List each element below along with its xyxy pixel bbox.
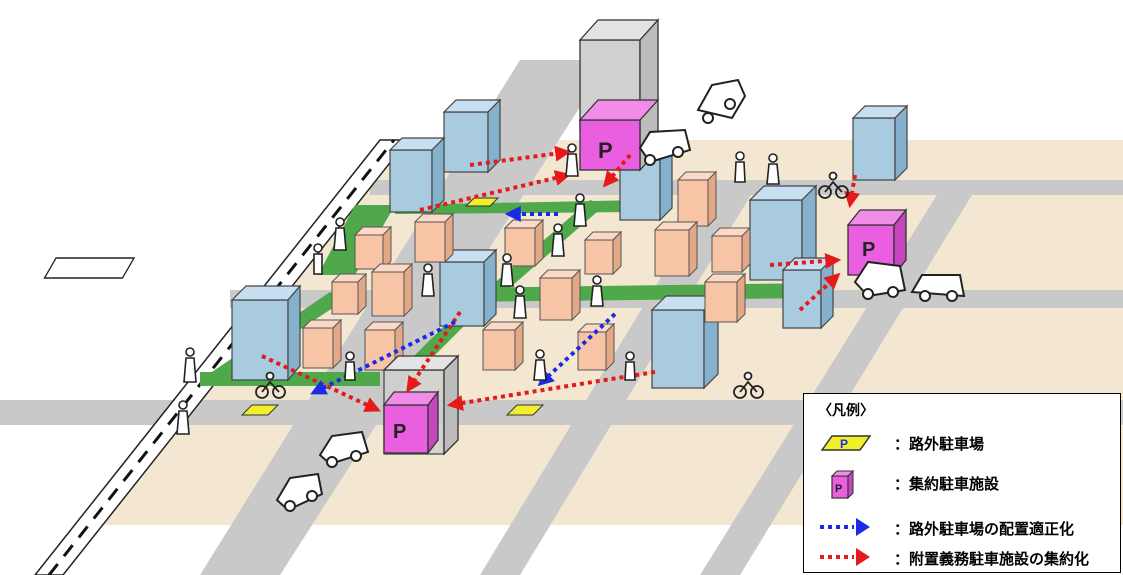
blue-building bbox=[230, 284, 302, 382]
bicycle bbox=[818, 171, 849, 199]
pink-buildings bbox=[301, 170, 752, 372]
bicycles bbox=[255, 171, 849, 399]
consolidated-parking-facility-icon: P bbox=[830, 470, 855, 500]
legend-item-blue-arrow: ：路外駐車場の配置適正化 bbox=[804, 515, 1122, 541]
pedestrian bbox=[333, 217, 347, 251]
pink-building bbox=[413, 212, 455, 264]
car bbox=[910, 274, 966, 302]
parking-lot bbox=[464, 197, 500, 207]
pink-building bbox=[503, 218, 545, 268]
pedestrian bbox=[734, 151, 746, 183]
blue-building bbox=[438, 248, 498, 328]
parking-symbol: P bbox=[393, 421, 406, 443]
pink-building bbox=[653, 220, 699, 278]
pedestrian bbox=[573, 193, 587, 227]
legend-label: ：路外駐車場の配置適正化 bbox=[894, 520, 1075, 538]
pink-building bbox=[538, 268, 582, 322]
station-platform bbox=[43, 257, 136, 279]
bicycle bbox=[255, 371, 286, 399]
cars bbox=[275, 78, 966, 512]
car bbox=[638, 128, 692, 166]
off-street-parking-lots bbox=[240, 197, 545, 416]
pink-building bbox=[301, 318, 343, 370]
legend-label: ：集約駐車施設 bbox=[894, 475, 1000, 493]
pink-building bbox=[353, 225, 393, 271]
parking-symbol: P bbox=[840, 437, 848, 451]
parking-facility-tall: P bbox=[578, 18, 660, 172]
pink-building bbox=[481, 320, 525, 372]
pink-building bbox=[583, 230, 623, 276]
car bbox=[275, 472, 324, 512]
legend-label: ：路外駐車場 bbox=[894, 435, 985, 453]
parking-lot bbox=[505, 404, 545, 416]
legend-item-off-street-parking: P ：路外駐車場 bbox=[804, 430, 1122, 456]
pedestrian bbox=[313, 243, 323, 275]
blue-buildings bbox=[230, 98, 909, 390]
off-street-parking-lot-icon: P bbox=[820, 435, 872, 451]
blue-dotted-arrow-icon bbox=[820, 518, 870, 536]
pedestrian bbox=[176, 400, 190, 435]
legend-item-parking-facility: P ：集約駐車施設 bbox=[804, 470, 1122, 500]
pedestrian bbox=[766, 153, 780, 185]
car bbox=[696, 78, 747, 124]
pink-building bbox=[676, 170, 718, 228]
pedestrian bbox=[533, 349, 547, 381]
pedestrian bbox=[565, 143, 579, 177]
legend-title: 〈凡例〉 bbox=[818, 403, 874, 419]
pink-building bbox=[703, 272, 747, 324]
parking-symbol: P bbox=[862, 239, 875, 261]
bicycle bbox=[733, 371, 764, 399]
pink-building bbox=[710, 226, 752, 274]
blue-building bbox=[781, 256, 835, 330]
legend-box: 〈凡例〉 P ：路外駐車場 P ：集約駐車施設 ：路外駐車場の配置適正化 ：附置… bbox=[803, 393, 1121, 573]
pedestrian bbox=[344, 351, 356, 381]
red-consolidation-arrows bbox=[261, 145, 860, 412]
pedestrian bbox=[513, 285, 527, 319]
legend-label: ：附置義務駐車施設の集約化 bbox=[894, 550, 1090, 568]
pink-building bbox=[576, 322, 616, 372]
pink-building bbox=[330, 272, 368, 316]
pedestrians bbox=[176, 143, 780, 435]
pedestrian bbox=[624, 351, 636, 381]
pedestrian bbox=[590, 275, 604, 307]
parking-symbol: P bbox=[598, 138, 613, 163]
blue-building bbox=[442, 98, 502, 174]
legend-item-red-arrow: ：附置義務駐車施設の集約化 bbox=[804, 545, 1122, 571]
blue-relocation-arrows bbox=[310, 206, 617, 395]
red-dotted-arrow-icon bbox=[820, 548, 870, 566]
blue-building bbox=[851, 104, 909, 182]
pedestrian bbox=[183, 347, 197, 383]
parking-symbol: P bbox=[835, 483, 842, 495]
blue-building bbox=[388, 136, 446, 214]
pink-building bbox=[370, 262, 414, 318]
consolidated-parking-facilities: P P P bbox=[382, 18, 908, 456]
pedestrian bbox=[500, 253, 514, 287]
car bbox=[853, 260, 907, 300]
parking-lot bbox=[240, 404, 280, 416]
pedestrian bbox=[421, 263, 435, 297]
car bbox=[318, 430, 370, 468]
pedestrian bbox=[551, 223, 565, 257]
parking-facility-front: P bbox=[382, 354, 460, 456]
